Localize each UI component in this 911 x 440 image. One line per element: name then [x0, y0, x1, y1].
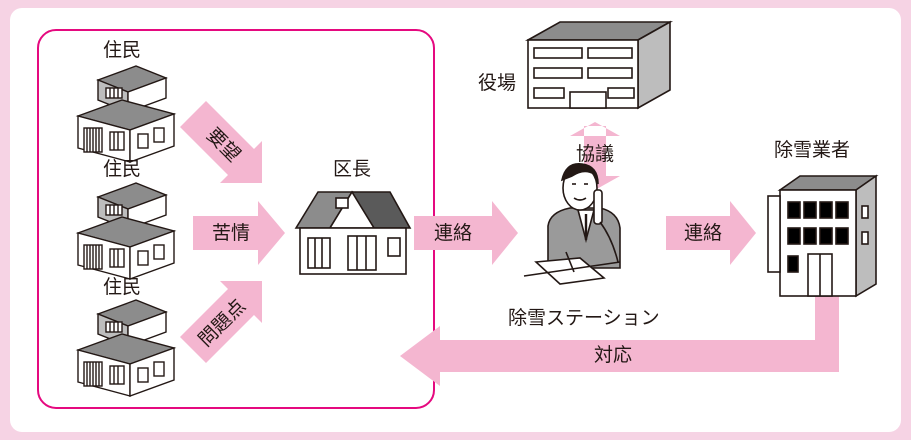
district-head-label: 区長: [333, 158, 372, 180]
contact-arrow-1-label: 連絡: [434, 222, 473, 244]
resident-house-2: [77, 182, 175, 280]
response-arrow: [400, 282, 839, 386]
contact-arrow-1: [414, 201, 518, 265]
problem-arrow: [180, 281, 262, 363]
resident-label-2: 住民: [103, 158, 142, 180]
contact-arrow-2: [666, 201, 756, 265]
response-arrow-label: 対応: [594, 344, 633, 366]
district-head-house: [294, 190, 412, 275]
request-arrow: [180, 101, 262, 183]
resident-house-1: [77, 65, 175, 163]
contractor-label: 除雪業者: [774, 139, 851, 161]
resident-house-3: [77, 299, 175, 397]
town-office-building: [524, 20, 674, 110]
resident-label-3: 住民: [103, 276, 142, 298]
consult-arrow-label: 協議: [576, 143, 615, 165]
snow-station-label: 除雪ステーション: [508, 307, 660, 329]
contractor-building: [767, 174, 879, 298]
complaint-arrow: [193, 201, 285, 265]
town-office-label: 役場: [478, 72, 517, 94]
consult-arrow: [570, 122, 620, 190]
station-operator-figure: [523, 163, 621, 285]
resident-label-1: 住民: [103, 39, 142, 61]
contact-arrow-2-label: 連絡: [684, 222, 723, 244]
complaint-arrow-label: 苦情: [212, 222, 251, 244]
